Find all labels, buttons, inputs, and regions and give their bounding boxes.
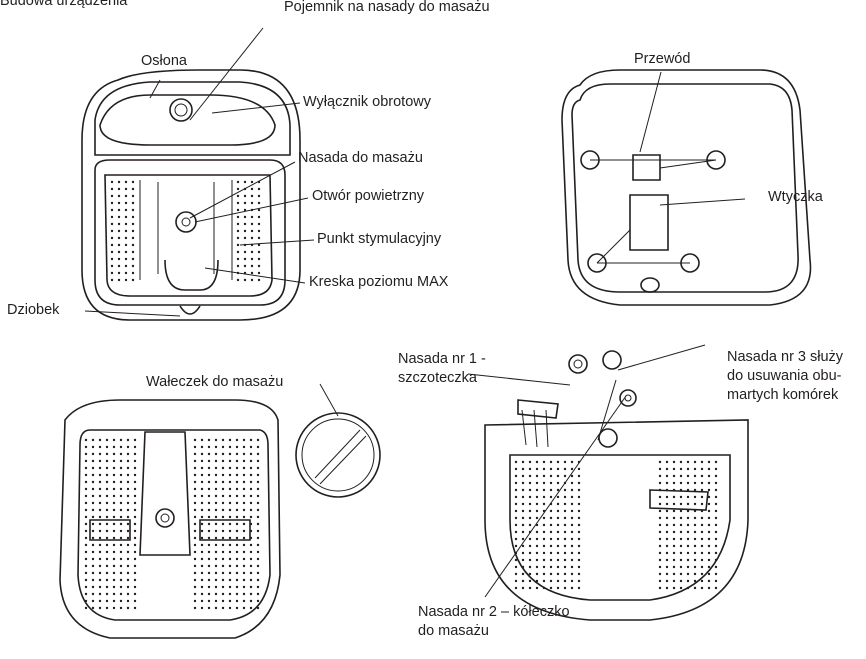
label-kreska: Kreska poziomu MAX [309,273,448,292]
label-nasada2: Nasada nr 2 – kółeczko do masażu [418,603,583,641]
foot-spa-attachment-dots [515,461,717,589]
label-dziobek: Dziobek [7,301,59,320]
label-nasada3: Nasada nr 3 służy do usuwania obu-martyc… [727,348,862,405]
leader-lines [85,28,745,597]
label-waleczek: Wałeczek do masażu [146,373,283,392]
label-wylacznik: Wyłącznik obrotowy [303,93,431,112]
foot-spa-roller-view [60,400,380,638]
label-oslona: Osłona [141,52,187,71]
foot-spa-top-dots [111,181,260,281]
label-punkt: Punkt stymulacyjny [317,230,441,249]
foot-spa-top-view [82,70,300,320]
label-przewod: Przewód [634,50,690,69]
label-pojemnik: Pojemnik na nasady do masażu [284,0,434,17]
foot-spa-attachment-view [485,351,748,620]
label-nasada1: Nasada nr 1 - szczoteczka [398,350,498,388]
label-wtyczka: Wtyczka [768,188,823,207]
label-otwor: Otwór powietrzny [312,187,424,206]
label-nasada-masazu: Nasada do masażu [298,149,423,168]
